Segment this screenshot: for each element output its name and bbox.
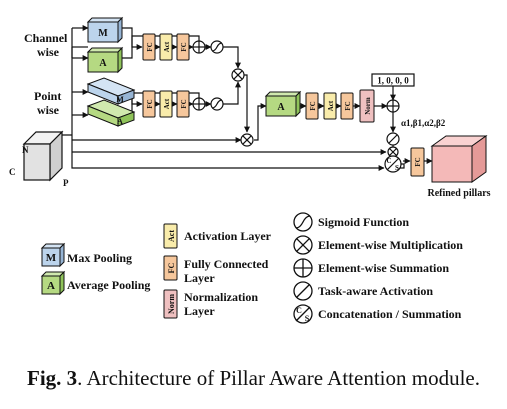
point-sigmoid-icon xyxy=(210,97,224,111)
legend-avg-pool-label: Average Pooling xyxy=(67,278,150,292)
point-fc1-block xyxy=(142,90,156,118)
init-vector-box xyxy=(371,73,415,87)
legend-norm-icon xyxy=(163,289,178,319)
legend-sigmoid-label: Sigmoid Function xyxy=(318,215,409,229)
stage2-fc1-block xyxy=(305,92,319,120)
channel-act1-block xyxy=(159,33,173,61)
legend-sum-label: Element-wise Summation xyxy=(318,261,449,275)
channel-wise-label-line2: wise xyxy=(37,45,60,59)
stage2-avg-pool-block xyxy=(264,90,302,118)
channel-pool-merge-bottom xyxy=(120,47,133,59)
legend-act-label: Activation Layer xyxy=(184,229,272,243)
point-wise-label-line2: wise xyxy=(37,103,60,117)
legend-fc-icon xyxy=(163,255,178,281)
refined-pillars-label: Refined pillars xyxy=(427,188,490,199)
legend-act-symbol: Act xyxy=(167,230,176,242)
legend-fc-symbol: FC xyxy=(167,262,176,273)
point-max-pool-symbol: M xyxy=(116,95,124,104)
input-cube xyxy=(22,130,64,182)
channel-fc2-block xyxy=(176,33,190,61)
legend-concat-c-symbol: C xyxy=(296,306,302,315)
stage2-norm-block xyxy=(359,89,375,123)
channel-max-pool-block xyxy=(86,16,124,44)
point-wise-label-line1: Point xyxy=(34,89,61,103)
channel-fc2-label: FC xyxy=(180,42,188,51)
mul1-to-mul2 xyxy=(244,74,250,133)
point-sum-icon xyxy=(192,97,206,111)
channel-avg-pool-block xyxy=(86,46,124,74)
sig1-to-mul1 xyxy=(223,46,241,69)
channel-max-pool-symbol: M xyxy=(98,28,108,39)
channel-fc1-label: FC xyxy=(146,42,154,51)
point-max-pool-block xyxy=(86,77,136,105)
cube-c-label: C xyxy=(9,167,16,177)
sig2-to-mul1 xyxy=(223,81,241,105)
legend-multiply-label: Element-wise Multiplication xyxy=(318,238,463,252)
figure-caption-text: . Architecture of Pillar Aware Attention… xyxy=(77,366,480,390)
channel-sum-icon xyxy=(192,40,206,54)
point-avg-pool-symbol: A xyxy=(117,117,123,126)
stage2-norm-label: Norm xyxy=(364,97,372,115)
legend-norm-label-line2: Layer xyxy=(184,304,215,318)
point-act-block xyxy=(159,90,173,118)
legend-concat-s-symbol: S xyxy=(305,314,310,323)
stage2-fc2-block xyxy=(340,92,354,120)
stage2-fc1-label: FC xyxy=(309,101,317,110)
legend-concat-label: Concatenation / Summation xyxy=(318,307,462,321)
multiply-channel-point-icon xyxy=(231,68,245,82)
concat-c-symbol: C xyxy=(386,157,391,165)
channel-pool-merge-top xyxy=(120,27,143,50)
figure-caption-prefix: Fig. 3 xyxy=(27,366,78,390)
multiply-input-icon xyxy=(240,133,254,147)
point-fc2-block xyxy=(176,90,190,118)
legend-fc-label-line2: Layer xyxy=(184,271,215,285)
legend-act-icon xyxy=(163,223,178,249)
stage2-act-label: Act xyxy=(327,100,335,111)
legend-norm-symbol: Norm xyxy=(167,294,176,314)
cube-to-concat xyxy=(71,140,385,171)
legend-fc-label-line1: Fully Connected xyxy=(184,257,269,271)
channel-act1-label: Act xyxy=(163,41,171,52)
stage2-fc2-label: FC xyxy=(344,101,352,110)
refined-pillars-block xyxy=(430,135,488,183)
legend-concat-icon xyxy=(293,304,313,324)
mul2-to-pool xyxy=(254,103,267,141)
legend-task-aware-label: Task-aware Activation xyxy=(318,284,433,298)
cube-n-label: N xyxy=(22,145,29,155)
concat-s-symbol: S xyxy=(395,164,399,172)
point-fc2-label: FC xyxy=(180,99,188,108)
channel-sigmoid-icon xyxy=(210,40,224,54)
legend-sigmoid-icon xyxy=(293,212,313,232)
task-aware-activation-icon xyxy=(386,132,400,146)
legend-multiply-icon xyxy=(293,235,313,255)
stage2-act-block xyxy=(323,92,337,120)
stage2-avg-pool-symbol: A xyxy=(277,102,285,113)
legend-max-pool-icon xyxy=(40,242,66,268)
channel-fc1-block xyxy=(142,33,156,61)
output-fc-label: FC xyxy=(414,157,422,166)
point-avg-pool-block xyxy=(86,99,136,127)
point-fc1-label: FC xyxy=(146,99,154,108)
channel-wise-label-line1: Channel xyxy=(24,31,68,45)
output-fc-block xyxy=(410,147,425,177)
legend-task-aware-icon xyxy=(293,281,313,301)
legend-max-pool-label: Max Pooling xyxy=(67,251,132,265)
figure-caption: Fig. 3. Architecture of Pillar Aware Att… xyxy=(0,366,507,391)
legend-avg-pool-symbol: A xyxy=(47,280,55,292)
cube-p-label: P xyxy=(63,178,69,188)
init-vector-label: 1, 0, 0, 0 xyxy=(377,76,409,86)
point-act-label: Act xyxy=(163,98,171,109)
concat-sum-icon xyxy=(384,155,402,173)
legend-norm-label-line1: Normalization xyxy=(184,290,258,304)
legend-max-pool-symbol: M xyxy=(46,252,57,264)
params-label: α1,β1,α2,β2 xyxy=(401,118,446,128)
legend-sum-icon xyxy=(293,258,313,278)
channel-avg-pool-symbol: A xyxy=(99,58,107,69)
legend-avg-pool-icon xyxy=(40,270,66,296)
stage2-sum-icon xyxy=(386,99,400,113)
